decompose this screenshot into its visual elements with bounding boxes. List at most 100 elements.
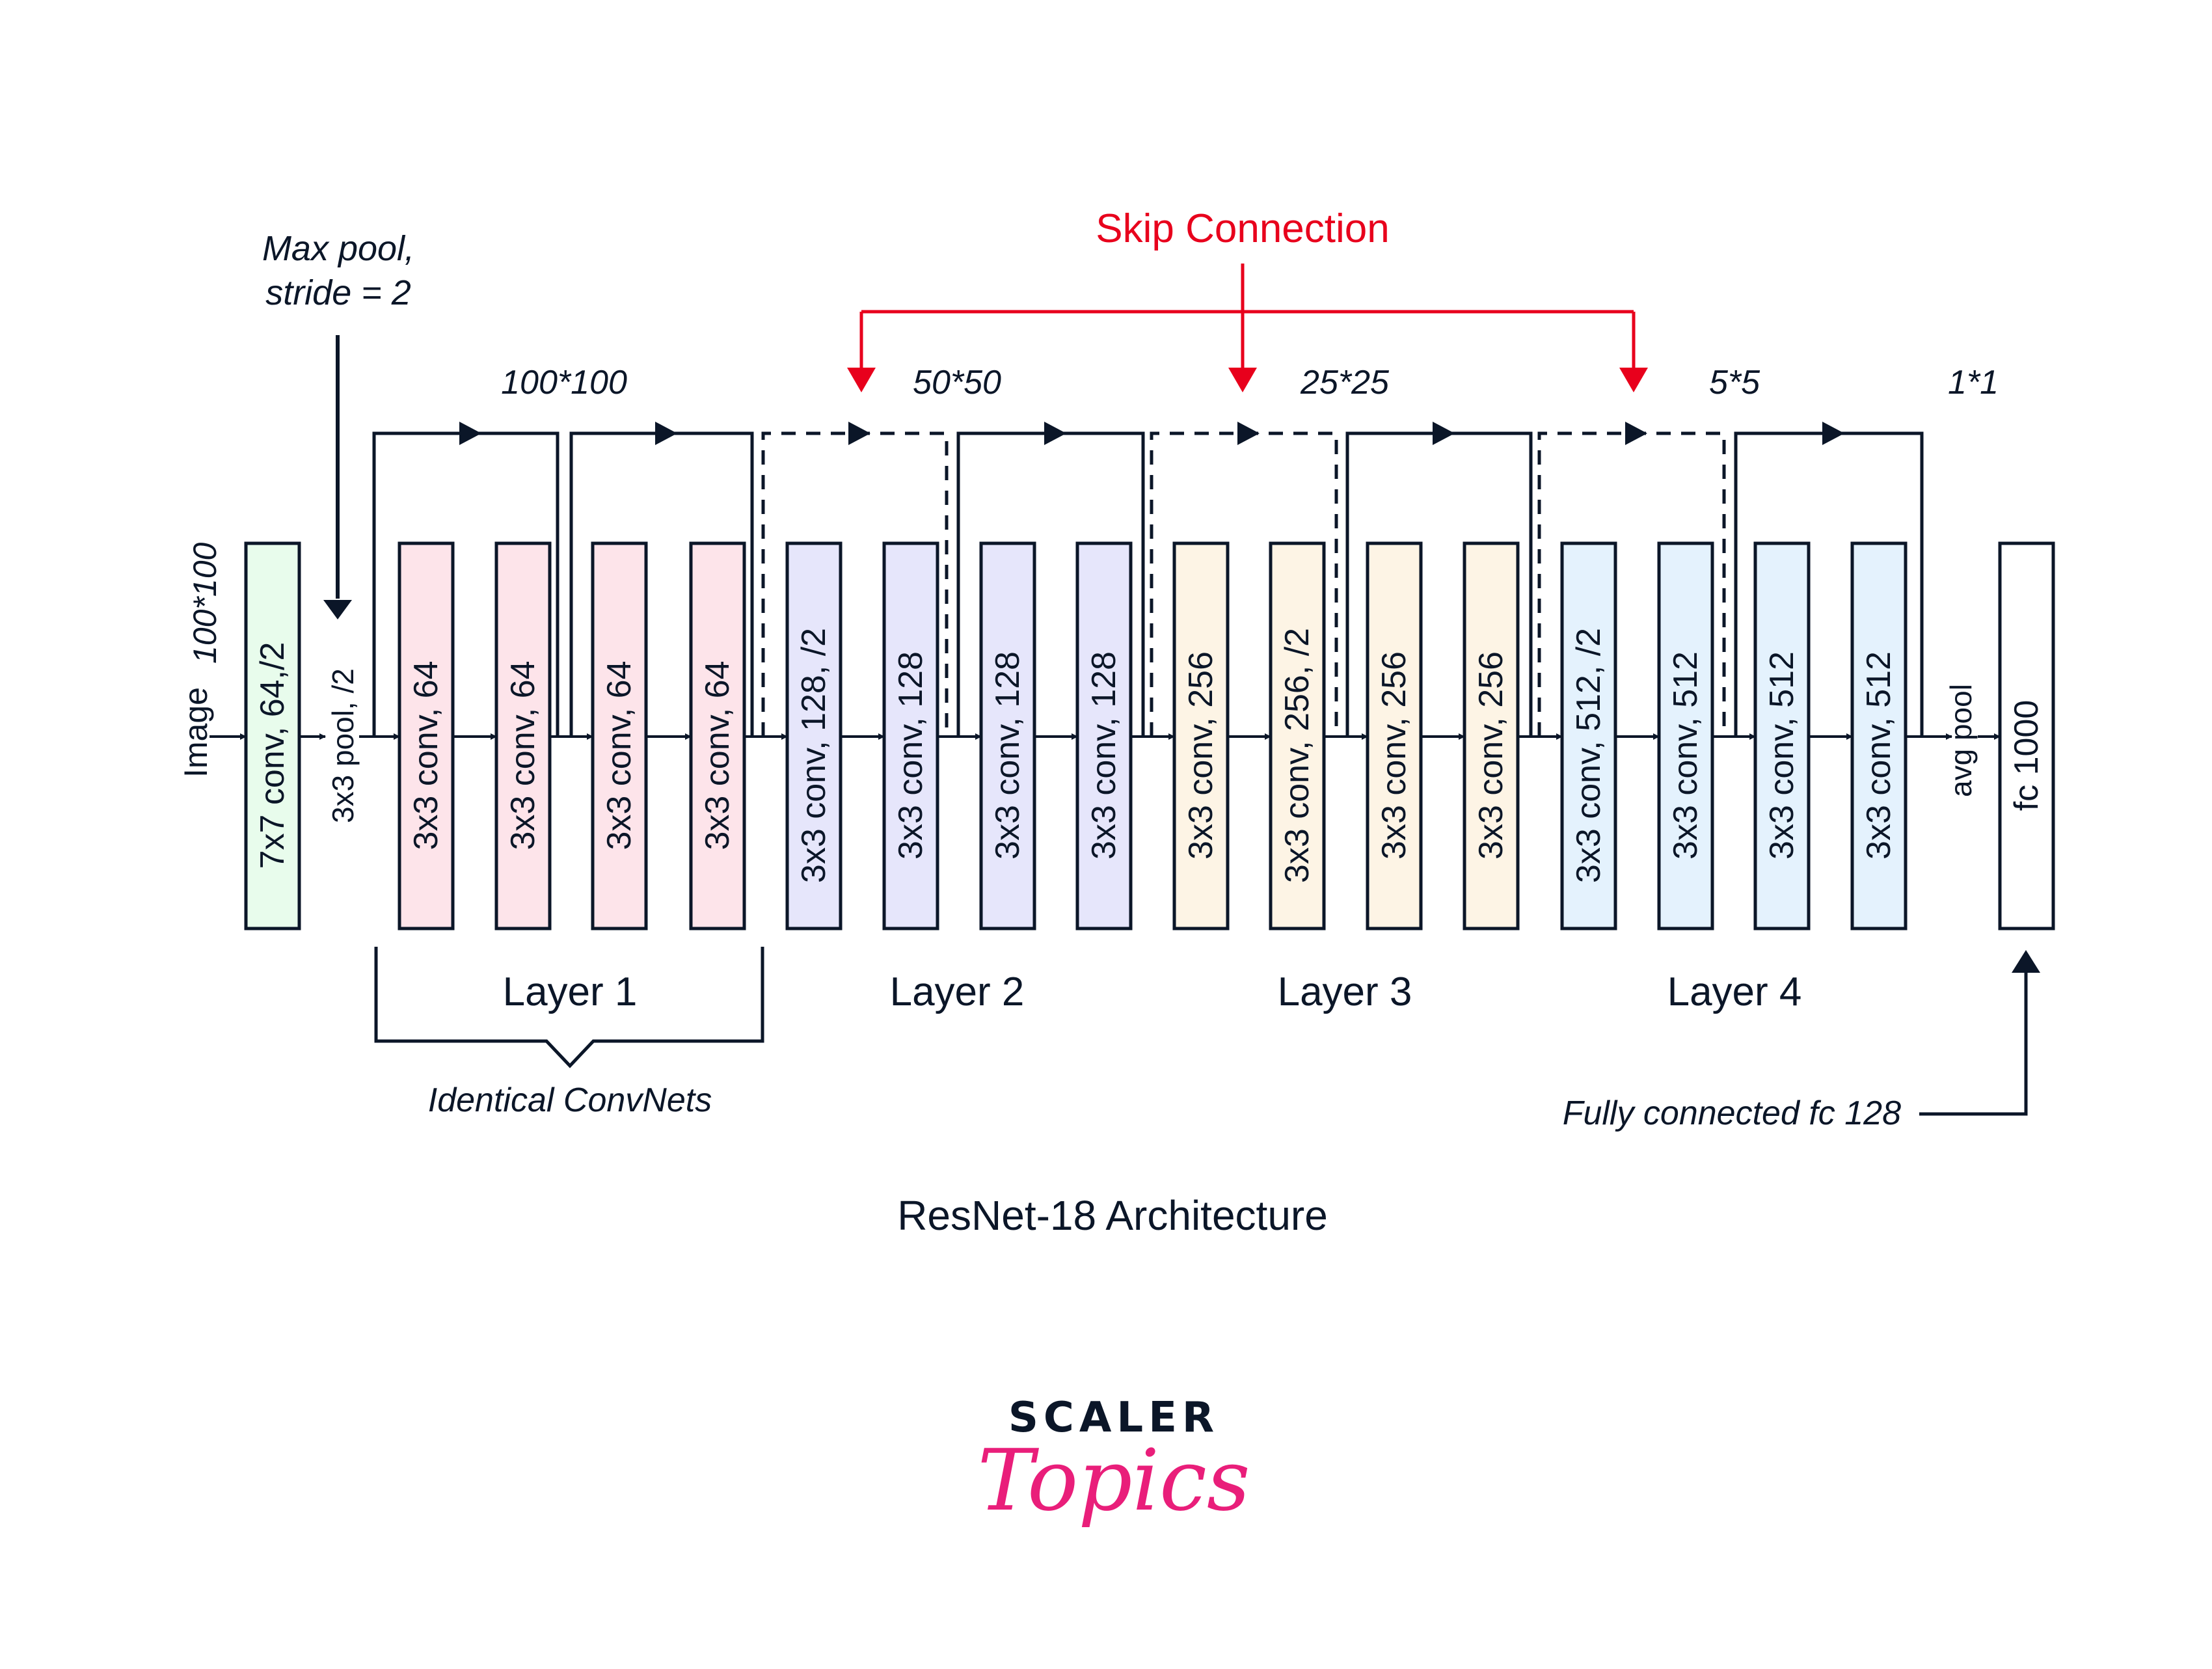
block-rect: [1657, 541, 1714, 930]
layer1-bracket: [374, 947, 764, 1068]
conv-block: 3x3 conv, 256: [1172, 541, 1230, 930]
block-label: 3x3 conv, 256: [1375, 651, 1413, 860]
block-label: 3x3 conv, 64: [699, 660, 736, 850]
shortcut-arrow-head: [1044, 422, 1066, 445]
shortcut-arrow-head: [655, 422, 677, 445]
block-rect: [1172, 541, 1230, 930]
block-rect: [1269, 541, 1326, 930]
block-label: 3x3 conv, 128: [892, 651, 930, 860]
logo-topics-text: Topics: [977, 1431, 1250, 1530]
block-rect: [591, 541, 648, 930]
conv-block: 3x3 conv, 256, /2: [1269, 541, 1326, 930]
block-rect: [1850, 541, 1908, 930]
avgpool-label: avg pool: [1944, 684, 1978, 797]
block-label: 3x3 conv, 128: [989, 651, 1027, 860]
block-rect: [494, 541, 552, 930]
block-rect: [882, 541, 939, 930]
block-rect: [689, 541, 746, 930]
logo-scaler-text: SCALER: [1008, 1394, 1219, 1442]
fc-note: Fully connected fc 128: [1563, 1094, 1901, 1132]
block-rect: [1366, 541, 1423, 930]
identity-shortcut: [956, 422, 1145, 737]
fc-note-connector: [1919, 973, 2028, 1116]
shortcut-arrow-head: [1625, 422, 1647, 445]
block-label: 3x3 conv, 64: [407, 660, 445, 850]
skip-arrow-head: [1619, 368, 1648, 392]
conv-block: 3x3 conv, 256: [1366, 541, 1423, 930]
pool-label: 3x3 pool, /2: [326, 668, 360, 823]
block-label: 3x3 conv, 64: [600, 660, 638, 850]
layer-label: Layer 3: [1278, 970, 1412, 1014]
block-label: 3x3 conv, 128: [1085, 651, 1123, 860]
conv-block: 3x3 conv, 128: [979, 541, 1036, 930]
conv-block: 3x3 conv, 512: [1657, 541, 1714, 930]
block-rect: [1560, 541, 1617, 930]
block-label: 3x3 conv, 128, /2: [795, 628, 833, 883]
block-rect: [785, 541, 843, 930]
identity-shortcut: [372, 422, 560, 737]
conv-block: 3x3 conv, 64: [398, 541, 455, 930]
block-rect: [1998, 541, 2055, 930]
conv-block: 3x3 conv, 128, /2: [785, 541, 843, 930]
block-label: 3x3 conv, 512: [1667, 651, 1705, 860]
conv-block: 3x3 conv, 512: [1850, 541, 1908, 930]
projection-shortcut: [761, 422, 949, 737]
stem-conv-block: 7x7 conv, 64,/2: [244, 541, 301, 930]
block-label: 3x3 conv, 256, /2: [1278, 628, 1316, 883]
feature-size-label: 5*5: [1709, 364, 1760, 401]
conv-block: 3x3 conv, 64: [494, 541, 552, 930]
diagram-title: ResNet-18 Architecture: [897, 1192, 1328, 1239]
maxpool-arrow-head: [323, 600, 352, 619]
maxpool-note-line1: Max pool,: [262, 229, 414, 268]
block-label: 3x3 conv, 256: [1182, 651, 1220, 860]
projection-shortcut: [1537, 422, 1726, 737]
conv-block: 3x3 conv, 512: [1753, 541, 1811, 930]
input-image-label: Image: [178, 687, 214, 778]
maxpool-note-line2: stride = 2: [265, 273, 411, 312]
block-rect: [244, 541, 301, 930]
block-label: 3x3 conv, 512: [1860, 651, 1898, 860]
identity-shortcut: [1734, 422, 1924, 737]
block-label: 3x3 conv, 256: [1472, 651, 1510, 860]
skip-connection-label: Skip Connection: [1096, 206, 1390, 251]
feature-size-label: 25*25: [1300, 364, 1390, 401]
block-rect: [1463, 541, 1520, 930]
layer-label: Layer 2: [890, 970, 1025, 1014]
block-label: fc 1000: [2008, 700, 2045, 811]
feature-size-label: 100*100: [501, 364, 627, 401]
skip-arrow-head: [1228, 368, 1257, 392]
conv-block: 3x3 conv, 128: [882, 541, 939, 930]
conv-block: 3x3 conv, 512, /2: [1560, 541, 1617, 930]
block-label: 3x3 conv, 512: [1763, 651, 1801, 860]
layer-label: Layer 4: [1667, 970, 1802, 1014]
shortcut-arrow-head: [459, 422, 481, 445]
block-rect: [1075, 541, 1133, 930]
fc-block: fc 1000: [1998, 541, 2055, 930]
conv-block: 3x3 conv, 256: [1463, 541, 1520, 930]
feature-size-label: 1*1: [1948, 364, 1999, 401]
block-label: 3x3 conv, 64: [504, 660, 542, 850]
skip-connection-pointer: [847, 264, 1648, 392]
identity-shortcut: [1345, 422, 1533, 737]
shortcut-arrow-head: [1822, 422, 1844, 445]
input-size-label: 100*100: [187, 543, 223, 664]
shortcut-arrow-head: [848, 422, 870, 445]
block-label: 7x7 conv, 64,/2: [254, 642, 291, 869]
block-rect: [398, 541, 455, 930]
conv-block: 3x3 conv, 128: [1075, 541, 1133, 930]
conv-block: 3x3 conv, 64: [591, 541, 648, 930]
identical-convnets-note: Identical ConvNets: [428, 1081, 712, 1119]
skip-arrow-head: [847, 368, 876, 392]
layer-label: Layer 1: [503, 970, 638, 1014]
shortcut-arrow-head: [1433, 422, 1455, 445]
block-rect: [1753, 541, 1811, 930]
shortcut-arrow-head: [1237, 422, 1260, 445]
block-rect: [979, 541, 1036, 930]
conv-block: 3x3 conv, 64: [689, 541, 746, 930]
scaler-topics-logo: SCALER Topics: [977, 1394, 1250, 1530]
block-label: 3x3 conv, 512, /2: [1570, 628, 1608, 883]
projection-shortcut: [1150, 422, 1338, 737]
feature-size-label: 50*50: [913, 364, 1001, 401]
fc-note-arrow-head: [2012, 950, 2040, 973]
